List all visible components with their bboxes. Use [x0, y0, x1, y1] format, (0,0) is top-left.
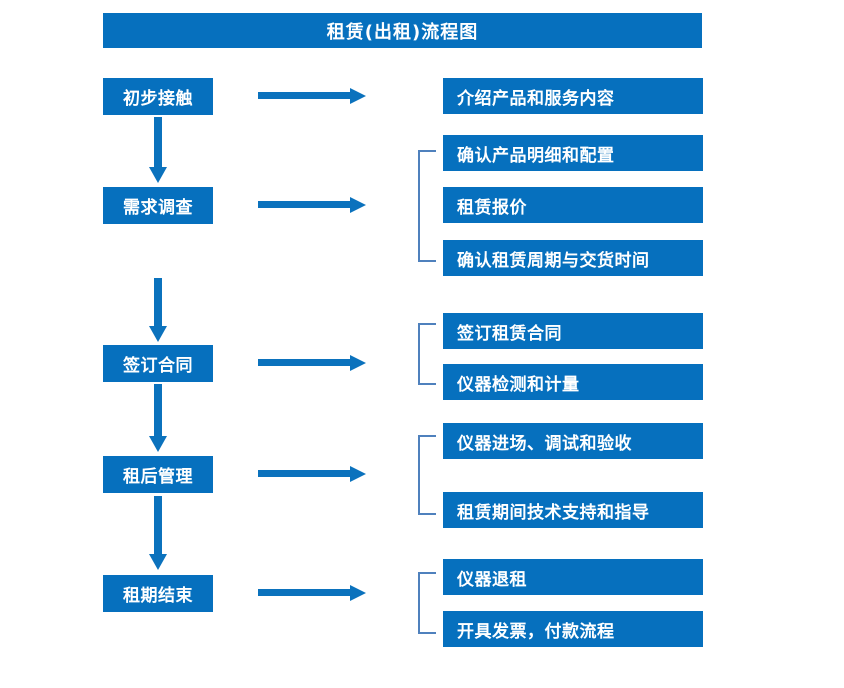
detail-box-5[interactable]: 签订租赁合同: [443, 313, 703, 349]
stage-box-3[interactable]: 签订合同: [103, 345, 213, 382]
stage-box-4[interactable]: 租后管理: [103, 456, 213, 493]
page-title: 租赁(出租)流程图: [103, 13, 702, 48]
detail-box-9[interactable]: 仪器退租: [443, 559, 703, 595]
vertical-arrow-2: [143, 278, 173, 344]
stage-box-1[interactable]: 初步接触: [103, 78, 213, 115]
horizontal-arrow-2: [258, 194, 368, 216]
vertical-arrow-1: [143, 117, 173, 185]
detail-box-4[interactable]: 确认租赁周期与交货时间: [443, 240, 703, 276]
group-bracket-4: [416, 435, 438, 515]
detail-box-7[interactable]: 仪器进场、调试和验收: [443, 423, 703, 459]
horizontal-arrow-4: [258, 463, 368, 485]
detail-box-10[interactable]: 开具发票，付款流程: [443, 611, 703, 647]
horizontal-arrow-5: [258, 582, 368, 604]
group-bracket-3: [416, 323, 438, 385]
vertical-arrow-4: [143, 496, 173, 572]
stage-box-5[interactable]: 租期结束: [103, 575, 213, 612]
horizontal-arrow-3: [258, 352, 368, 374]
detail-box-2[interactable]: 确认产品明细和配置: [443, 135, 703, 171]
detail-box-1[interactable]: 介绍产品和服务内容: [443, 78, 703, 114]
detail-box-6[interactable]: 仪器检测和计量: [443, 364, 703, 400]
group-bracket-2: [416, 150, 438, 262]
detail-box-3[interactable]: 租赁报价: [443, 187, 703, 223]
detail-box-8[interactable]: 租赁期间技术支持和指导: [443, 492, 703, 528]
stage-box-2[interactable]: 需求调查: [103, 187, 213, 224]
horizontal-arrow-1: [258, 85, 368, 107]
group-bracket-5: [416, 572, 438, 634]
vertical-arrow-3: [143, 384, 173, 454]
